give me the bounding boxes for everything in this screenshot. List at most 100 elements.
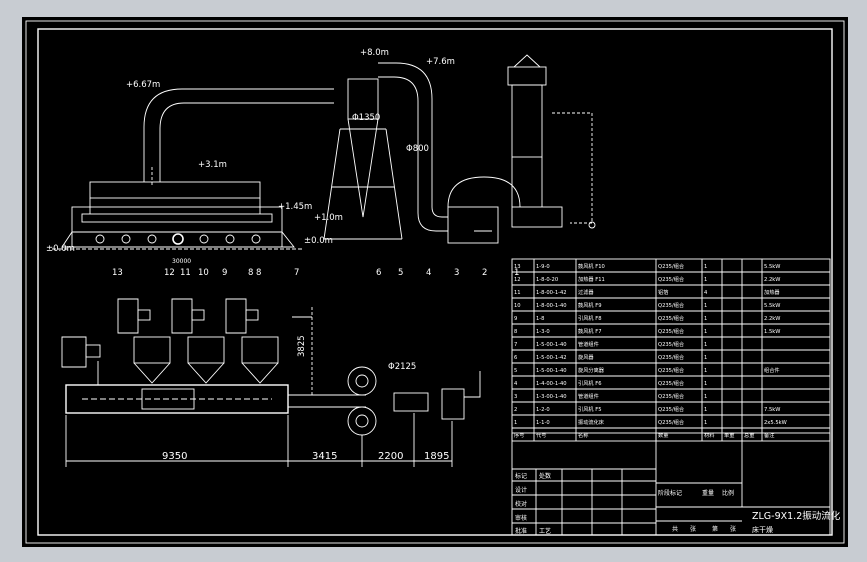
tb-label: 工艺 [539,527,551,535]
parts-table-cell: 5.5kW [764,303,780,309]
parts-table-cell: 过滤器 [578,288,594,296]
tb-sheet: 共 [672,525,678,533]
parts-table-cell: 1 [704,342,707,348]
parts-table-cell: 1-2-0 [536,407,550,413]
exhaust-hood [89,181,261,199]
parts-table-cell: 铝箔 [658,288,668,296]
parts-table-cell: 8 [514,329,517,335]
tb-stage-label: 阶段标记 [658,489,682,497]
elevation-label: +1.45m [278,202,312,212]
tb-label: 批准 [515,527,527,535]
duct-upper-left-inner [159,102,334,182]
parts-table-cell: 1 [514,420,517,426]
parts-table-cell: 组合件 [764,366,780,374]
scrubber-top [507,66,547,86]
parts-table-cell: Q235/组合 [658,379,685,387]
parts-table-cell: 4 [704,290,708,296]
cyclone-cone [347,118,379,218]
elevation-label: +6.67m [126,80,160,90]
elevation-view [52,54,596,250]
callout-8: 8 [256,268,261,278]
elevation-label: ±0.0m [46,244,75,254]
parts-table-cell: 1 [704,381,707,387]
tb-sheet: 第 [712,525,718,533]
blower-fan [117,298,139,334]
parts-table-cell: 鼓风机 F10 [578,262,605,270]
parts-table-cell: 2.2kW [764,316,780,322]
parts-table-cell: Q235/组合 [658,392,685,400]
title-block-grid [511,432,831,536]
dim-pipe-dia: Φ2125 [388,362,416,372]
callout-12: 12 [164,268,175,278]
callout-1: 1 [514,268,519,278]
recirculation-line [552,112,593,224]
heater-box [133,336,171,364]
parts-table-cell: 鼓风机 F7 [578,327,602,335]
parts-table-cell: Q235/组合 [658,275,685,283]
outer-border [25,20,845,544]
parts-table-cell: 1-8 [536,316,544,322]
scrubber-tower [511,84,543,158]
callout-8-plan: 8 [248,268,253,278]
pipe-label: Φ1350 [352,113,380,123]
parts-table-cell: 1.5kW [764,329,780,335]
parts-table-cell: 鼓风机 F9 [578,301,602,309]
tb-sheet: 张 [730,525,736,533]
elevation-label: +8.0m [360,48,389,58]
blower-fan [225,298,247,334]
fluidized-bed-base [61,231,295,248]
plan-cyclone [347,366,377,396]
heater-funnel [241,362,279,384]
parts-table-header-cell: 代号 [536,431,546,439]
plan-left-motor [85,344,101,358]
tb-stage-label: 比例 [722,489,734,497]
plan-left-fan [61,336,87,368]
callout-7: 7 [294,268,299,278]
parts-table-cell: Q235/组合 [658,340,685,348]
callout-11: 11 [180,268,191,278]
parts-table-header-cell: 数量 [658,431,668,439]
dim-plan-height: 3825 [297,335,307,357]
parts-table-cell: 1-5-00-1-42 [536,355,567,361]
parts-table-header-cell: 备注 [764,431,774,439]
parts-table-header-cell: 材料 [704,431,714,439]
heater-box [187,336,225,364]
parts-table-cell: 2x5.5kW [764,420,787,426]
plan-bed-outline [65,384,289,414]
parts-table-cell: 1 [704,394,707,400]
callout-13: 13 [112,268,123,278]
parts-table-header-cell: 单重 [724,431,734,439]
cyclone-support [323,128,403,240]
parts-table-cell: 2 [514,407,517,413]
elevation-label: ±0.0m [304,236,333,246]
callout-9: 9 [222,268,227,278]
tb-label: 审核 [515,514,527,522]
dim-top-length: 30000 [172,258,191,265]
fan-housing [447,206,499,244]
duct-upper-left [143,88,334,182]
fan-scroll [447,176,521,208]
cad-svg: +6.67m +8.0m +7.6m +3.1m +1.45m +1.0m ±0… [25,20,845,544]
bed-top-frame [81,213,273,223]
tb-label: 标记 [515,472,527,480]
duct-middle-outer [378,62,448,218]
parts-table-cell: 1 [704,316,707,322]
callout-5: 5 [398,268,403,278]
parts-table-cell: 1-3-0 [536,329,550,335]
parts-table-cell: 1 [704,329,707,335]
plan-exhaust-fan [441,388,465,420]
parts-table-cell: 加热器 [764,288,780,296]
parts-table-cell: 1 [704,355,707,361]
elevation-label: +3.1m [198,160,227,170]
parts-table-cell: 1-8-0-20 [536,277,558,283]
parts-table-cell: 管道组件 [578,340,599,348]
parts-table-cell: 13 [514,264,521,270]
parts-table-cell: Q235/组合 [658,327,685,335]
parts-table-cell: 5.5kW [764,264,780,270]
heater-box [241,336,279,364]
dim-bottom-4: 1895 [424,451,449,462]
bed-port [251,234,261,244]
title-block-frame [511,432,831,536]
parts-table-cell: 1 [704,420,707,426]
